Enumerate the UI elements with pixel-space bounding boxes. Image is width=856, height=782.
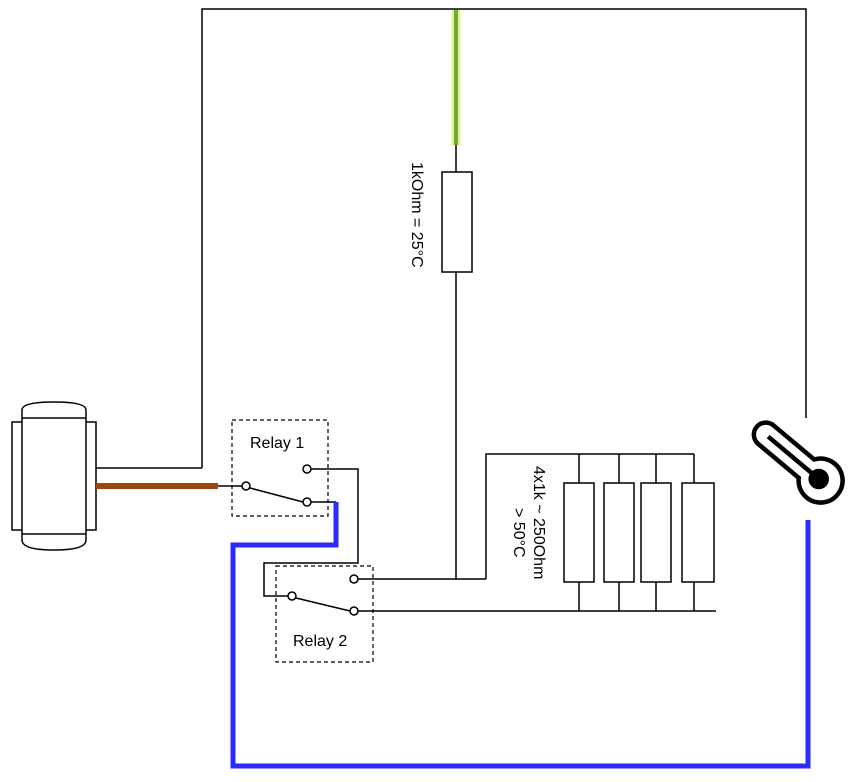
resistor-bank-label: 4x1k ~ 250Ohm > 50°C [510,466,547,579]
switch-contact-icon [349,606,359,616]
relay-1-label: Relay 1 [250,435,304,452]
resistor-icon [681,482,715,583]
switch-contact-icon [349,574,359,584]
resistor-bank-label-line1: 4x1k ~ 250Ohm [530,466,547,579]
switch-contact-icon [302,464,312,474]
switch-contact-icon [302,497,312,507]
relay-2-label: Relay 2 [293,633,347,650]
switch-contact-icon [287,591,297,601]
top-loop-wire [201,8,807,468]
resistor-icon [640,482,672,583]
resistor-bank-label-line2: > 50°C [510,508,527,558]
resistor-1k-label: 1kOhm = 25°C [408,162,425,268]
blue-wire [230,502,811,769]
motor-icon [11,401,97,551]
resistor-1k: 1kOhm = 25°C [408,162,473,580]
resistor-bank [563,454,715,611]
thermometer-icon [751,420,845,505]
motor-leads [96,467,218,489]
relay-2: Relay 2 [275,565,374,663]
switch-contact-icon [241,481,251,491]
relay-1: Relay 1 [218,419,336,517]
resistor-icon [603,482,635,583]
resistor-icon [563,482,595,583]
resistor-icon [441,171,473,273]
